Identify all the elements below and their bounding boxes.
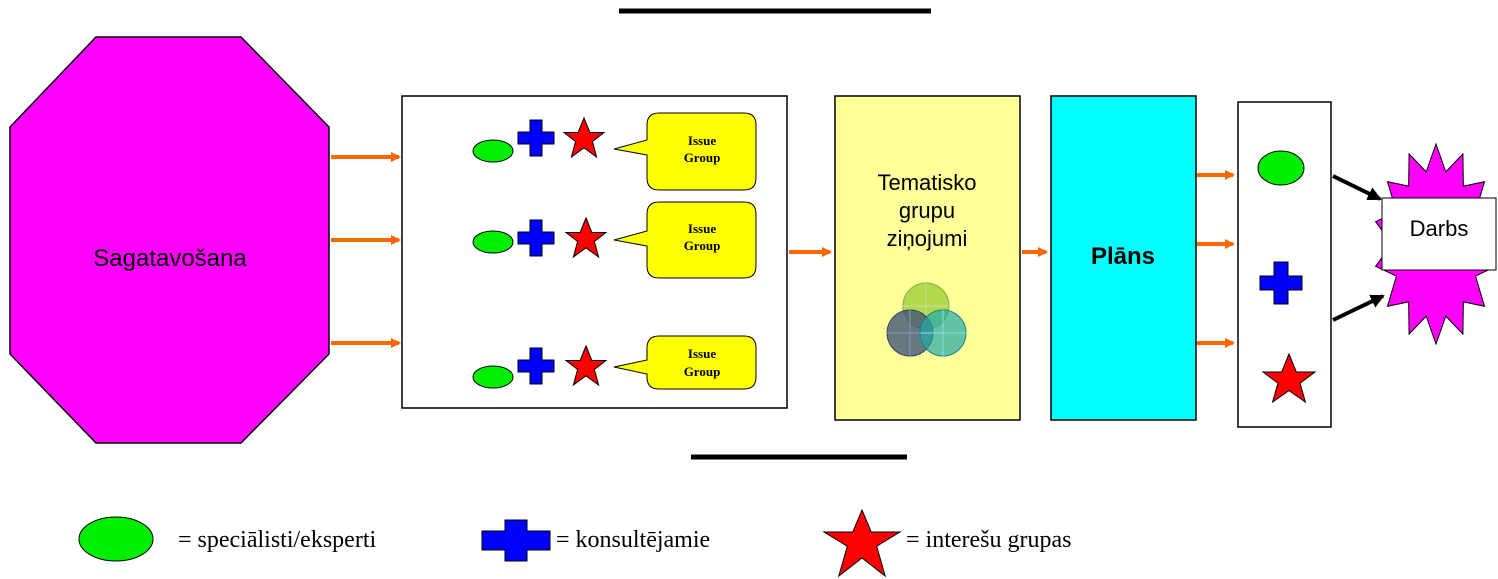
plan-box [1050, 95, 1197, 421]
arrows-to-groups [331, 152, 401, 348]
reports-label-line1: Tematisko [877, 170, 976, 195]
work-label: Darbs [1410, 216, 1469, 241]
callout-line2: Group [684, 238, 721, 253]
legend-interest-groups: = interešu grupas [906, 527, 1072, 553]
reports-label-line3: ziņojumi [887, 226, 968, 251]
interest-star [564, 344, 608, 387]
issue-group-row: Issue Group [472, 112, 757, 191]
issue-group-callout [613, 112, 757, 191]
specialist-ellipse [472, 365, 514, 389]
specialist-ellipse [472, 139, 514, 163]
issue-group-row: Issue Group [472, 201, 757, 279]
interest-star [1261, 352, 1317, 404]
arrows-to-stakeholders [1197, 170, 1235, 348]
callout-line1: Issue [688, 346, 716, 361]
consulted-cross [1259, 261, 1303, 305]
legend: = speciālisti/eksperti = konsultējamie =… [78, 508, 1072, 578]
work-box [1381, 197, 1497, 271]
stakeholders-stage [1237, 101, 1332, 428]
venn-icon [886, 282, 967, 357]
interest-star [562, 116, 606, 159]
callout-line1: Issue [688, 221, 716, 236]
callout-line2: Group [684, 150, 721, 165]
issue-group-row: Issue Group [472, 335, 757, 390]
preparation-label: Sagatavošana [93, 245, 247, 272]
preparation-stage: Sagatavošana [9, 36, 330, 444]
issue-group-callout [613, 201, 757, 279]
consulted-cross [517, 347, 555, 385]
reports-stage: Tematisko grupu ziņojumi [834, 95, 1021, 421]
specialist-ellipse [472, 230, 514, 254]
plan-label: Plāns [1091, 243, 1155, 270]
interest-star [564, 216, 608, 259]
issue-group-callout [613, 335, 757, 390]
callout-line1: Issue [688, 133, 716, 148]
callout-line2: Group [684, 364, 721, 379]
consulted-cross [517, 219, 555, 257]
legend-consulted: = konsultējamie [556, 527, 710, 553]
legend-ellipse-icon [78, 516, 154, 562]
legend-specialists: = speciālisti/eksperti [178, 527, 376, 553]
legend-star-icon [822, 508, 902, 578]
preparation-octagon [9, 36, 330, 444]
reports-box [834, 95, 1021, 421]
legend-cross-icon [481, 519, 551, 562]
arrow-to-work [1332, 294, 1385, 322]
work-stage: Darbs [1374, 142, 1497, 346]
arrow-to-work [1332, 174, 1382, 201]
plan-stage: Plāns [1050, 95, 1197, 421]
specialist-ellipse [1257, 150, 1305, 186]
consulted-cross [517, 119, 555, 157]
reports-label-line2: grupu [899, 198, 955, 223]
